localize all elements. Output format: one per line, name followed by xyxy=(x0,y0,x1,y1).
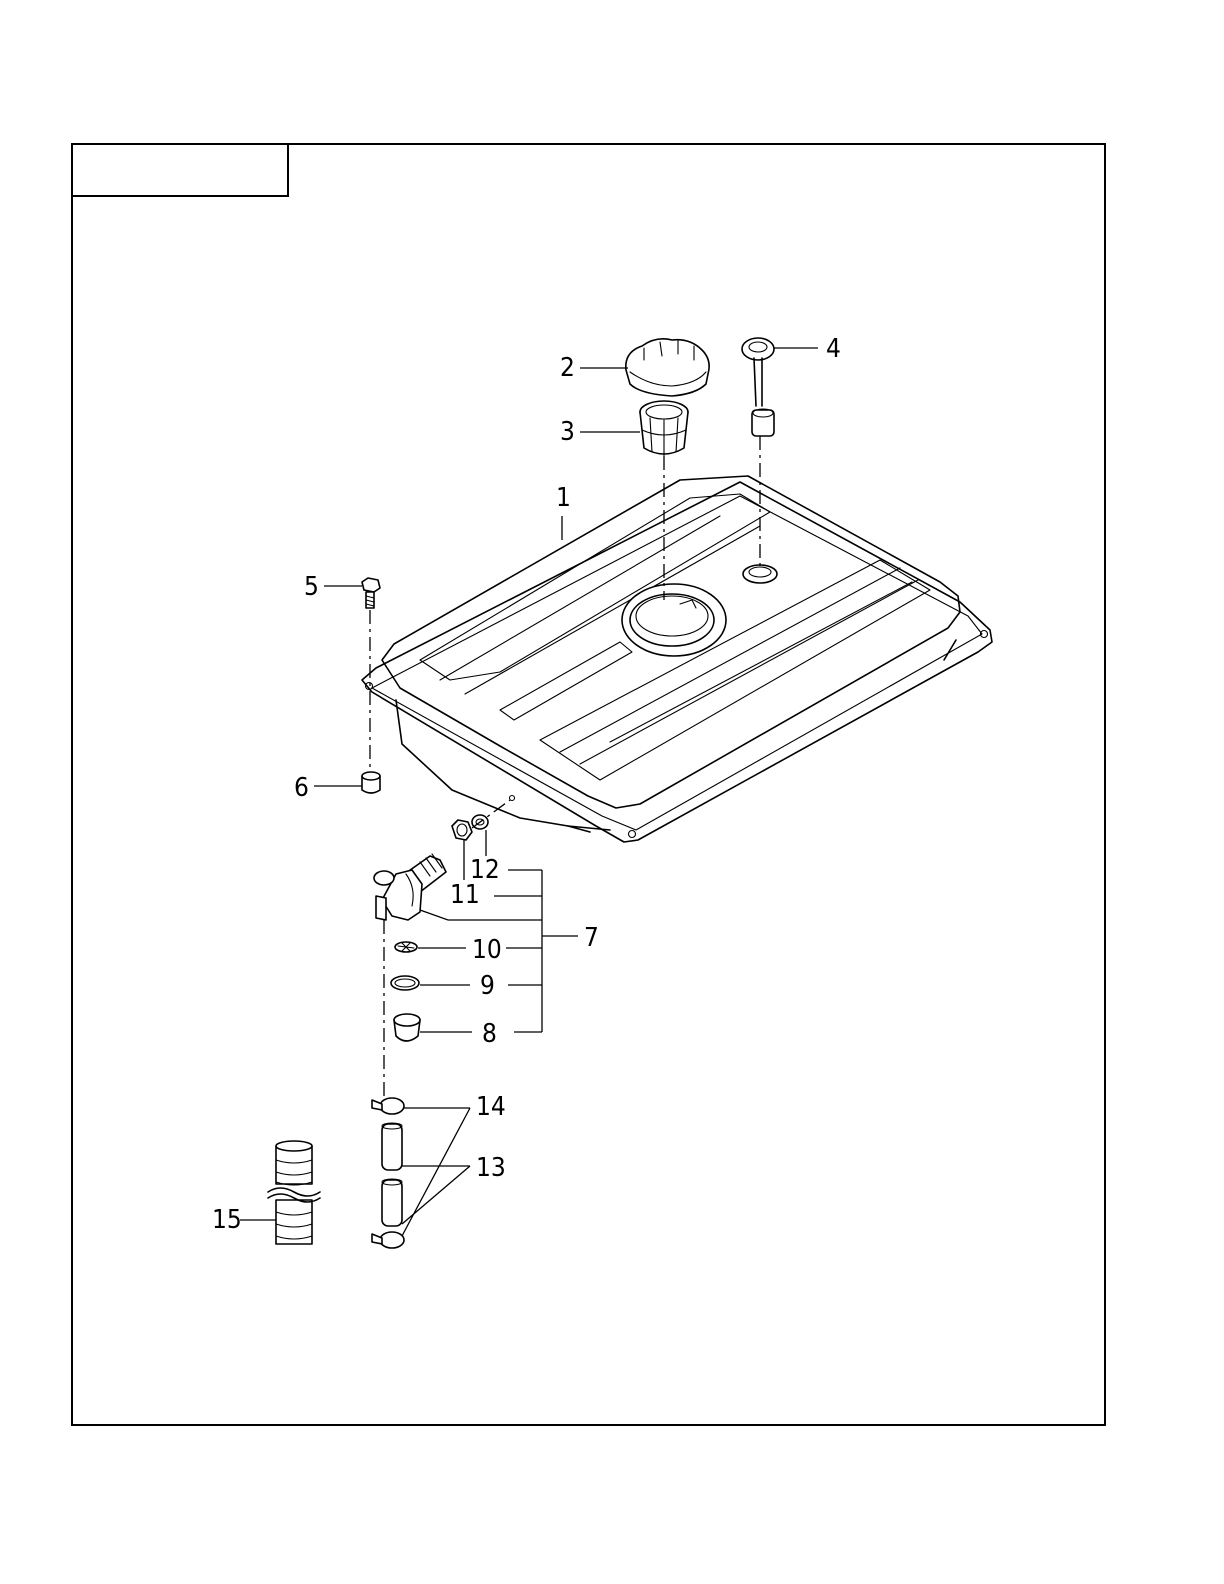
sediment-cup xyxy=(394,1014,420,1041)
callout-14: 14 xyxy=(476,1092,506,1122)
bulk-hose xyxy=(268,1141,320,1244)
rubber-mount xyxy=(362,772,380,793)
fuel-tank xyxy=(362,476,992,842)
callout-7: 7 xyxy=(584,923,599,953)
title-box xyxy=(72,144,288,196)
callout-6: 6 xyxy=(294,773,309,803)
callout-15: 15 xyxy=(212,1205,242,1235)
bolt xyxy=(362,578,380,608)
callout-10: 10 xyxy=(472,935,502,965)
fuel-cock xyxy=(374,854,446,920)
fuel-strainer xyxy=(640,401,688,456)
callout-12: 12 xyxy=(470,855,500,885)
callout-4: 4 xyxy=(826,334,841,364)
filter-screen xyxy=(395,942,417,952)
o-ring xyxy=(391,976,419,990)
callout-1: 1 xyxy=(556,483,571,513)
callout-13: 13 xyxy=(476,1153,506,1183)
callout-8: 8 xyxy=(482,1019,497,1049)
filler-cap xyxy=(626,339,709,396)
callout-9: 9 xyxy=(480,971,495,1001)
nut xyxy=(452,820,472,840)
callout-2: 2 xyxy=(560,353,575,383)
leader-lines xyxy=(240,348,818,1236)
callout-5: 5 xyxy=(304,572,319,602)
fuel-hose xyxy=(382,1123,402,1226)
fuel-gauge xyxy=(742,338,774,436)
callout-3: 3 xyxy=(560,417,575,447)
